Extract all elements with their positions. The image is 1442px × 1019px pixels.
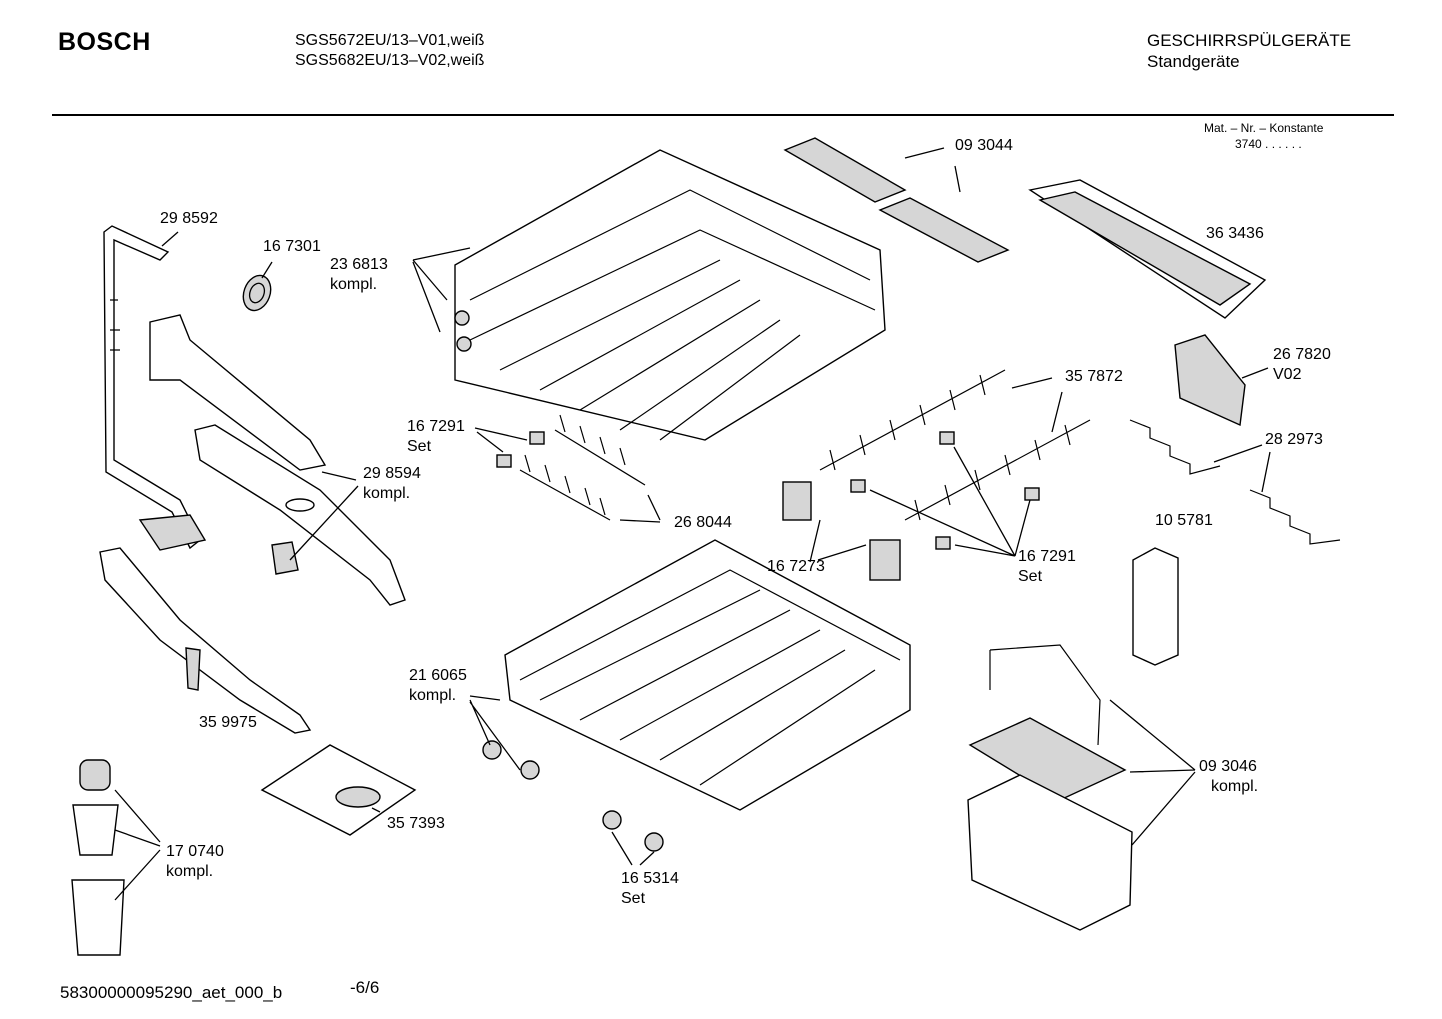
part-number: 35 7393 bbox=[387, 815, 445, 832]
cup-rack-part bbox=[783, 137, 1010, 263]
callout-216065: 21 6065 kompl. bbox=[409, 666, 467, 706]
filter-disk-part bbox=[242, 274, 272, 312]
part-note: kompl. bbox=[409, 687, 457, 704]
callout-357393: 35 7393 bbox=[387, 814, 445, 834]
part-number: 16 7291 bbox=[407, 418, 465, 435]
part-note: V02 bbox=[1273, 366, 1302, 383]
lower-basket-part bbox=[482, 539, 911, 852]
part-number: 09 3046 bbox=[1199, 758, 1257, 775]
part-note: Set bbox=[1018, 568, 1043, 585]
cutlery-tray-part bbox=[1028, 179, 1267, 319]
mat-value: 3740 . . . . . . bbox=[1235, 137, 1302, 151]
part-number: 16 5314 bbox=[621, 870, 679, 887]
part-note: kompl. bbox=[363, 485, 411, 502]
cover-plate-part bbox=[260, 744, 417, 836]
leader-lines bbox=[114, 147, 1271, 901]
category-title: GESCHIRRSPÜLGERÄTE bbox=[1147, 31, 1352, 50]
part-number: 16 7301 bbox=[263, 238, 321, 255]
mat-label: Mat. – Nr. – Konstante bbox=[1204, 121, 1324, 135]
part-number: 26 7820 bbox=[1273, 346, 1331, 363]
small-basket-part bbox=[1174, 334, 1246, 427]
cylinder-part bbox=[1132, 547, 1179, 666]
callout-268044: 26 8044 bbox=[674, 513, 732, 533]
part-number: 23 6813 bbox=[330, 256, 388, 273]
part-number: 09 3044 bbox=[955, 137, 1013, 154]
callout-170740: 17 0740 kompl. bbox=[166, 842, 224, 882]
clip-parts bbox=[496, 431, 1040, 581]
brand-logo: BOSCH bbox=[58, 28, 151, 56]
callout-093046: 09 3046 kompl. bbox=[1199, 757, 1258, 797]
part-note: kompl. bbox=[1211, 778, 1259, 795]
part-number: 26 8044 bbox=[674, 514, 732, 531]
upper-basket-part bbox=[454, 149, 886, 441]
model-line-1: SGS5672EU/13–V01,weiß bbox=[295, 32, 485, 49]
callout-167301: 16 7301 bbox=[263, 237, 321, 257]
part-number: 16 7291 bbox=[1018, 548, 1076, 565]
callout-282973: 28 2973 bbox=[1265, 430, 1323, 450]
tine-strip-part bbox=[519, 414, 646, 521]
callout-105781: 10 5781 bbox=[1155, 511, 1213, 531]
lower-spray-arm-part bbox=[99, 547, 312, 734]
tine-row-part bbox=[819, 369, 1091, 521]
spray-pipe-part bbox=[103, 225, 207, 551]
part-note: Set bbox=[407, 438, 432, 455]
part-number: 21 6065 bbox=[409, 667, 467, 684]
callout-167273: 16 7273 bbox=[767, 557, 825, 577]
callout-298594: 29 8594 kompl. bbox=[363, 464, 421, 504]
callout-359975: 35 9975 bbox=[199, 713, 257, 733]
part-number: 16 7273 bbox=[767, 558, 825, 575]
filter-set-part bbox=[71, 759, 125, 956]
page-number: -6/6 bbox=[350, 978, 380, 997]
part-note: Set bbox=[621, 890, 646, 907]
cutlery-basket-part bbox=[967, 644, 1133, 931]
callout-236813: 23 6813 kompl. bbox=[330, 255, 388, 295]
document-id: 58300000095290_aet_000_b bbox=[60, 983, 283, 1002]
part-number: 10 5781 bbox=[1155, 512, 1213, 529]
part-note: kompl. bbox=[166, 863, 214, 880]
upper-spray-arm-part bbox=[149, 314, 406, 606]
part-number: 17 0740 bbox=[166, 843, 224, 860]
part-number: 28 2973 bbox=[1265, 431, 1323, 448]
callout-357872: 35 7872 bbox=[1065, 367, 1123, 387]
header-rule bbox=[52, 114, 1394, 116]
model-line-2: SGS5682EU/13–V02,weiß bbox=[295, 52, 485, 69]
part-number: 36 3436 bbox=[1206, 225, 1264, 242]
callout-363436: 36 3436 bbox=[1206, 224, 1264, 244]
subcategory-title: Standgeräte bbox=[1147, 52, 1240, 71]
part-number: 29 8594 bbox=[363, 465, 421, 482]
part-number: 29 8592 bbox=[160, 210, 218, 227]
part-number: 35 9975 bbox=[199, 714, 257, 731]
step-clip-part bbox=[1129, 419, 1341, 545]
part-note: kompl. bbox=[330, 276, 378, 293]
part-number: 35 7872 bbox=[1065, 368, 1123, 385]
callout-298592: 29 8592 bbox=[160, 209, 218, 229]
callout-093044: 09 3044 bbox=[955, 136, 1013, 156]
